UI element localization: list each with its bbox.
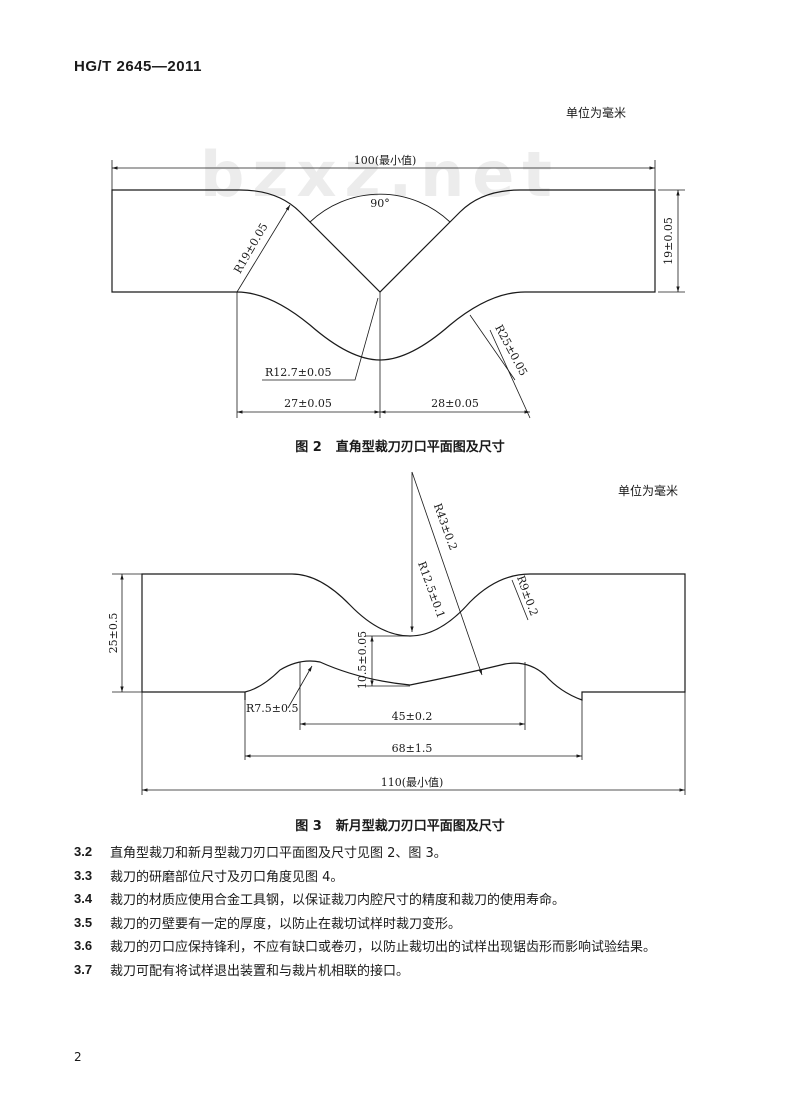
clause-text: 裁刀可配有将试样退出装置和与裁片机相联的接口。 — [110, 963, 410, 979]
clause-number: 3.3 — [74, 867, 93, 883]
figure3-dim-total: 110(最小值) — [381, 776, 444, 789]
page-number: 2 — [74, 1050, 82, 1064]
standard-code: HG/T 2645—2011 — [74, 58, 202, 75]
clause-item: 3.3 裁刀的研磨部位尺寸及刃口角度见图 4。 — [74, 864, 754, 888]
figure2-dim-angle: 90° — [370, 197, 390, 210]
figure3-dim-45: 45±0.2 — [392, 710, 433, 723]
figure2-r25-leader — [469, 314, 516, 381]
figure2-dim-total: 100(最小值) — [354, 154, 417, 167]
figure3-r43-leader — [411, 471, 483, 676]
figure3-dim-height: 25±0.5 — [107, 613, 120, 654]
clause-number: 3.2 — [74, 844, 93, 860]
watermark: bzxz.net — [200, 138, 560, 211]
figure3-dim-r75: R7.5±0.5 — [246, 702, 299, 715]
clause-text: 裁刀的材质应使用合金工具钢，以保证裁刀内腔尺寸的精度和裁刀的使用寿命。 — [110, 893, 566, 909]
clause-list: 3.2 直角型裁刀和新月型裁刀刃口平面图及尺寸见图 2、图 3。 3.3 裁刀的… — [74, 840, 754, 981]
figure3-caption: 图 3 新月型裁刀刃口平面图及尺寸 — [0, 815, 800, 834]
figure2-r127-leader — [262, 297, 379, 381]
figure2-caption-text: 直角型裁刀刃口平面图及尺寸 — [335, 440, 505, 455]
figure2-unit-note: 单位为毫米 — [566, 106, 627, 120]
figure2-drawing — [111, 160, 685, 419]
figure3-dim-inner: 10.5±0.05 — [356, 631, 369, 689]
figure3-outline — [141, 573, 686, 701]
clause-item: 3.6 裁刀的刃口应保持锋利，不应有缺口或卷刃，以防止裁切出的试样出现锯齿形而影… — [74, 934, 754, 958]
clause-text: 裁刀的研磨部位尺寸及刃口角度见图 4。 — [110, 869, 344, 885]
clause-text: 直角型裁刀和新月型裁刀刃口平面图及尺寸见图 2、图 3。 — [110, 846, 447, 862]
figure3-r9-leader — [511, 579, 529, 621]
clause-item: 3.5 裁刀的刃壁要有一定的厚度，以防止在裁切试样时裁刀变形。 — [74, 911, 754, 935]
clause-number: 3.4 — [74, 891, 93, 907]
figure2-caption-number: 图 2 — [295, 440, 322, 455]
figure2-outline — [111, 189, 656, 361]
figure2-dim-right: 28±0.05 — [431, 397, 479, 410]
figure2-caption: 图 2 直角型裁刀刃口平面图及尺寸 — [0, 436, 800, 455]
figure2-dim-r19: R19±0.05 — [231, 221, 270, 276]
clause-text: 裁刀的刃壁要有一定的厚度，以防止在裁切试样时裁刀变形。 — [110, 916, 462, 932]
figure2-dim-r127: R12.7±0.05 — [265, 366, 331, 379]
figure2-r19-leader — [236, 204, 291, 293]
figure3-drawing — [112, 471, 686, 795]
clause-item: 3.2 直角型裁刀和新月型裁刀刃口平面图及尺寸见图 2、图 3。 — [74, 840, 754, 864]
clause-item: 3.4 裁刀的材质应使用合金工具钢，以保证裁刀内腔尺寸的精度和裁刀的使用寿命。 — [74, 887, 754, 911]
figure2-dim-left: 27±0.05 — [284, 397, 332, 410]
figure3-caption-number: 图 3 — [295, 819, 322, 834]
figure2-dim-r25: R25±0.05 — [492, 323, 530, 379]
figure3-caption-text: 新月型裁刀刃口平面图及尺寸 — [335, 819, 505, 834]
figure3-dim-r43: R43±0.2 — [431, 502, 460, 552]
figure3-dim-68: 68±1.5 — [392, 742, 433, 755]
figure2-angle-arc — [309, 193, 451, 223]
clause-item: 3.7 裁刀可配有将试样退出装置和与裁片机相联的接口。 — [74, 958, 754, 982]
clause-text: 裁刀的刃口应保持锋利，不应有缺口或卷刃，以防止裁切出的试样出现锯齿形而影响试验结… — [110, 940, 657, 956]
figure2-dim-height: 19±0.05 — [662, 217, 675, 265]
figure3-unit-note: 单位为毫米 — [618, 484, 679, 498]
figure3-dim-r125: R12.5±0.1 — [415, 560, 448, 620]
clause-number: 3.5 — [74, 914, 93, 930]
clause-number: 3.7 — [74, 961, 93, 977]
figure3-r75-leader — [287, 665, 313, 709]
clause-number: 3.6 — [74, 938, 93, 954]
